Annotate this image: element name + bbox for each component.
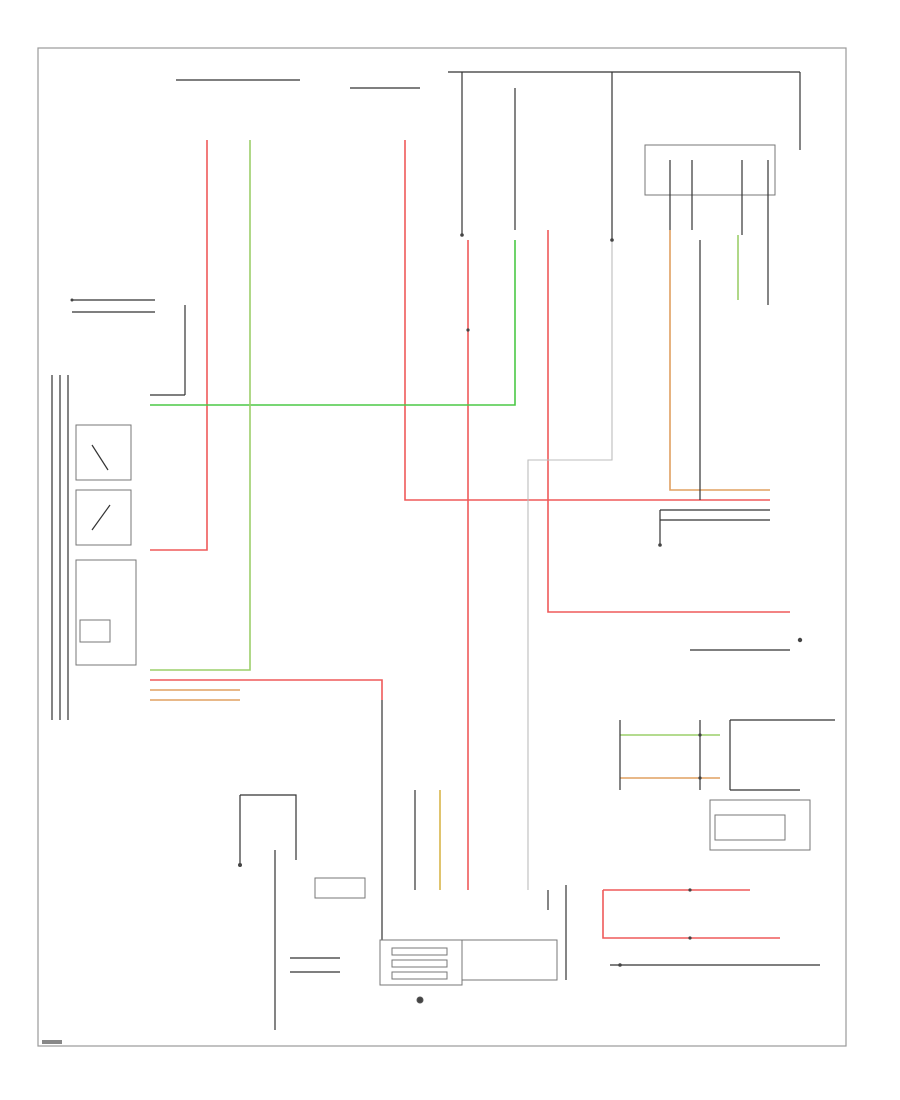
connector-dots [238,233,803,1004]
bottom-modules [290,799,811,986]
misc-wires [239,235,835,1030]
top-power-bus [176,71,801,240]
orange-wires [150,230,770,890]
diagram-frame [37,47,847,1047]
left-top-switch [70,298,186,396]
green-wires [150,140,739,736]
red-wires [150,140,790,939]
left-switch-module [51,375,137,720]
page-marker [42,1040,62,1044]
relay-box-top-right [644,144,776,235]
